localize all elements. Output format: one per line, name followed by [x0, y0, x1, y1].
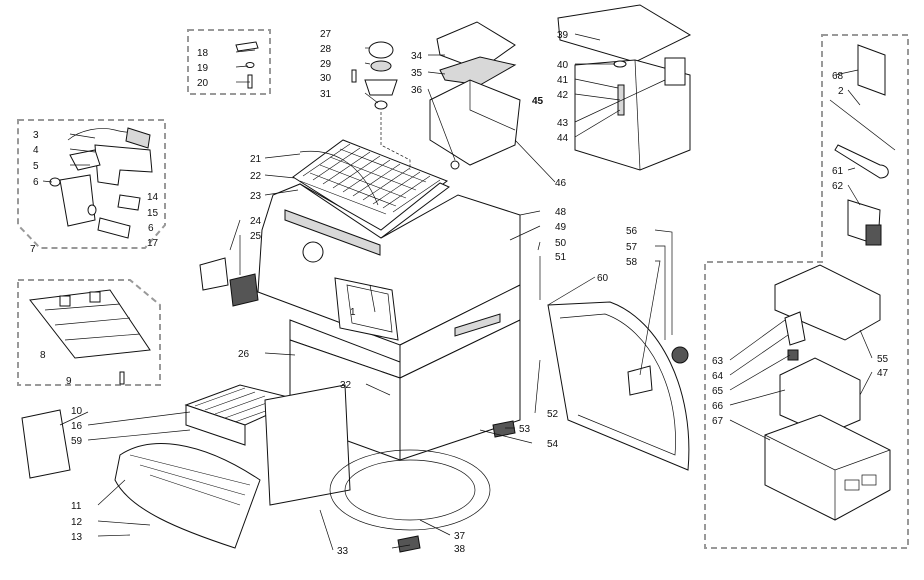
callout-10: 10 — [71, 406, 83, 417]
callout-67: 67 — [712, 416, 724, 427]
callout-33: 33 — [337, 546, 349, 557]
callout-24: 24 — [250, 216, 262, 227]
callout-40: 40 — [557, 60, 569, 71]
leader-lines — [42, 33, 873, 551]
callout-38: 38 — [454, 544, 466, 555]
callout-18: 18 — [197, 48, 209, 59]
callout-4: 4 — [33, 145, 39, 156]
callout-28: 28 — [320, 44, 332, 55]
callout-48: 48 — [555, 207, 567, 218]
part-drip-tray — [21, 384, 516, 553]
callout-21: 21 — [250, 154, 262, 165]
callout-19: 19 — [197, 63, 209, 74]
callout-49: 49 — [555, 222, 567, 233]
callout-54: 54 — [547, 439, 559, 450]
part-packaging — [764, 264, 891, 521]
callout-7: 7 — [30, 244, 36, 255]
part-grinder — [351, 41, 411, 170]
callout-6b: 6 — [148, 223, 154, 234]
callout-39: 39 — [557, 30, 569, 41]
callout-3: 3 — [33, 130, 39, 141]
callout-51: 51 — [555, 252, 567, 263]
callout-42: 42 — [557, 90, 569, 101]
part-bean-hopper — [429, 21, 521, 170]
callout-32: 32 — [340, 380, 352, 391]
callout-9: 9 — [66, 376, 72, 387]
callout-50: 50 — [555, 238, 567, 249]
callout-8: 8 — [40, 350, 46, 361]
callout-41: 41 — [557, 75, 569, 86]
callout-45: 45 — [532, 96, 544, 107]
callout-36: 36 — [411, 85, 423, 96]
callout-44: 44 — [557, 133, 569, 144]
callout-34: 34 — [411, 51, 423, 62]
callout-11: 11 — [71, 501, 82, 512]
callout-25: 25 — [250, 231, 262, 242]
callout-57: 57 — [626, 242, 638, 253]
callout-22: 22 — [250, 171, 262, 182]
group-box-screws — [187, 29, 271, 95]
part-side-door — [547, 301, 690, 471]
callout-labels: 1 2 3 4 5 6 6 7 8 9 10 11 12 13 14 15 16… — [30, 29, 889, 557]
callout-1: 1 — [350, 307, 356, 318]
callout-35: 35 — [411, 68, 423, 79]
callout-65: 65 — [712, 386, 724, 397]
callout-12: 12 — [71, 517, 83, 528]
callout-62: 62 — [832, 181, 844, 192]
callout-2: 2 — [838, 86, 844, 97]
callout-55: 55 — [877, 354, 889, 365]
part-cup-warmer — [290, 139, 450, 239]
callout-58: 58 — [626, 257, 638, 268]
callout-68: 68 — [832, 71, 844, 82]
group-box-accessories — [704, 34, 909, 549]
callout-5: 5 — [33, 161, 39, 172]
callout-31: 31 — [320, 89, 332, 100]
callout-61: 61 — [832, 166, 844, 177]
callout-29: 29 — [320, 59, 332, 70]
callout-52: 52 — [547, 409, 559, 420]
group-box-bracket — [17, 279, 161, 386]
callout-16: 16 — [71, 421, 83, 432]
group-box-brewing-unit — [17, 119, 166, 249]
callout-30: 30 — [320, 73, 332, 84]
part-water-tank — [557, 4, 692, 171]
callout-23: 23 — [250, 191, 262, 202]
callout-63: 63 — [712, 356, 724, 367]
callout-43: 43 — [557, 118, 569, 129]
part-brewing-unit — [49, 127, 153, 239]
callout-66: 66 — [712, 401, 724, 412]
callout-6a: 6 — [33, 177, 39, 188]
callout-27: 27 — [320, 29, 332, 40]
callout-37: 37 — [454, 531, 466, 542]
callout-53: 53 — [519, 424, 531, 435]
callout-17: 17 — [147, 238, 159, 249]
callout-20: 20 — [197, 78, 209, 89]
callout-47: 47 — [877, 368, 889, 379]
part-screw-kit — [235, 41, 259, 89]
callout-13: 13 — [71, 532, 83, 543]
callout-15: 15 — [147, 208, 159, 219]
callout-60: 60 — [597, 273, 609, 284]
part-bracket — [29, 289, 151, 385]
callout-14: 14 — [147, 192, 159, 203]
callout-59: 59 — [71, 436, 83, 447]
callout-64: 64 — [712, 371, 724, 382]
callout-46: 46 — [555, 178, 567, 189]
part-accessories — [829, 44, 896, 246]
callout-56: 56 — [626, 226, 638, 237]
callout-26: 26 — [238, 349, 250, 360]
